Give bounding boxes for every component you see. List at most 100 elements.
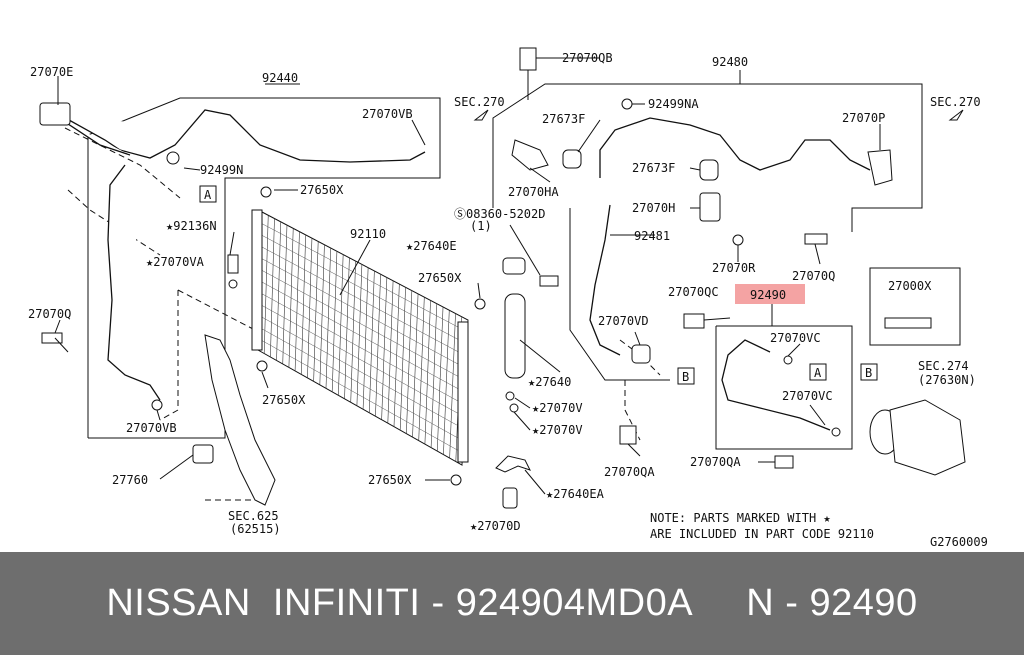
box-B-right xyxy=(860,363,878,381)
label-92136N: ★92136N xyxy=(166,219,217,233)
label-27070QC: 27070QC xyxy=(668,285,719,299)
frame-92481 xyxy=(569,208,670,381)
dash-lines-left4 xyxy=(177,289,256,331)
label-92440: 92440 xyxy=(262,71,298,85)
label-27070R: 27070R xyxy=(712,261,756,275)
clamp-27070E xyxy=(39,102,71,126)
oring-27070VC-b xyxy=(831,427,841,437)
label-92480: 92480 xyxy=(712,55,748,69)
label-27070D: ★27070D xyxy=(470,519,521,533)
label-92110: 92110 xyxy=(350,227,386,241)
label-92499N: 92499N xyxy=(200,163,243,177)
label-08360-sub: (1) xyxy=(470,219,492,233)
sensor-92136N xyxy=(227,254,239,274)
label-27650X-mid: 27650X xyxy=(418,271,462,285)
parts-diagram: A B A B 27070E 92440 SEC.270 27070VB 924… xyxy=(28,47,988,549)
bolt-27070D xyxy=(502,487,518,509)
label-box-A-left: A xyxy=(204,188,212,202)
mount-27650X-lowleft xyxy=(256,360,268,372)
label-27640E: ★27640E xyxy=(406,239,457,253)
arrow-sec270b-icon xyxy=(948,109,964,121)
compressor-sec274 xyxy=(869,399,966,476)
bolt-27070QA-a xyxy=(619,425,637,445)
label-sec270a: SEC.270 xyxy=(454,95,505,109)
clamp-27070P xyxy=(867,149,893,186)
grommet-27673F-b xyxy=(699,159,719,181)
hose-92480 xyxy=(599,117,871,178)
clamp-27070VD xyxy=(631,344,651,364)
label-27070Q-left: 27070Q xyxy=(28,307,71,321)
label-27630N: (27630N) xyxy=(918,373,976,387)
label-08360: Ⓢ08360-5202D xyxy=(454,207,545,221)
mount-27650X-bot xyxy=(450,474,462,486)
oring-27070V-a xyxy=(505,391,515,401)
label-27650X-lowleft: 27650X xyxy=(262,393,306,407)
bolt-27070QA-b xyxy=(774,455,794,469)
box-B-mid xyxy=(677,367,695,385)
label-27070VC-a: 27070VC xyxy=(770,331,821,345)
label-box-B-mid: B xyxy=(682,370,689,384)
bolt-27070QC xyxy=(683,313,705,329)
diagram-id: G2760009 xyxy=(930,535,988,549)
label-sec274: SEC.274 xyxy=(918,359,969,373)
bolt-27070Q-right xyxy=(804,233,828,245)
label-27673F-a: 27673F xyxy=(542,112,585,126)
label-27650X-top: 27650X xyxy=(300,183,344,197)
bracket-27070H xyxy=(699,192,721,222)
dash-lines-left2 xyxy=(67,189,161,256)
label-27070E: 27070E xyxy=(30,65,73,79)
label-sec270b: SEC.270 xyxy=(930,95,981,109)
bracket-sec625 xyxy=(204,334,276,506)
mount-27650X-mid xyxy=(474,298,486,310)
receiver-27640 xyxy=(504,293,526,379)
label-27070VB-bot: 27070VB xyxy=(126,421,177,435)
dash-lines-left xyxy=(64,127,181,199)
label-27650X-bot: 27650X xyxy=(368,473,412,487)
washer-27070VA xyxy=(228,279,238,289)
bolt-27070Q-left xyxy=(41,332,63,344)
label-27673F-b: 27673F xyxy=(632,161,675,175)
label-27070QB: 27070QB xyxy=(562,51,613,65)
label-27070V-a: ★27070V xyxy=(532,401,583,415)
note-line-1: NOTE: PARTS MARKED WITH ★ xyxy=(650,511,831,525)
frame-92490 xyxy=(715,325,853,450)
label-92481: 92481 xyxy=(634,229,670,243)
nut-27070R xyxy=(732,234,744,246)
hose-92440-b xyxy=(61,119,131,156)
label-27640: ★27640 xyxy=(528,375,571,389)
label-27000X: 27000X xyxy=(888,279,932,293)
hose-92440-lower xyxy=(107,164,161,401)
grommet-27673F-a xyxy=(562,149,582,169)
bracket-27640E xyxy=(502,257,526,275)
footer-banner: NISSAN INFINITI - 924904MD0A N - 92490 xyxy=(0,552,1024,655)
clip-92499N xyxy=(166,151,180,165)
bracket-27640EA xyxy=(495,455,531,473)
label-27070P: 27070P xyxy=(842,111,885,125)
oring-27070V-b xyxy=(509,403,519,413)
washer-27070VB xyxy=(151,399,163,411)
note-line-2: ARE INCLUDED IN PART CODE 92110 xyxy=(650,527,874,541)
label-92499NA: 92499NA xyxy=(648,97,699,111)
box-27000X xyxy=(869,267,961,346)
bolt-08360 xyxy=(539,275,559,287)
label-27070VD: 27070VD xyxy=(598,314,649,328)
label-27070QA-b: 27070QA xyxy=(690,455,741,469)
box-A-right xyxy=(809,363,827,381)
label-27070VA: ★27070VA xyxy=(146,255,205,269)
label-sec625: SEC.625 xyxy=(228,509,279,523)
condenser-92110 xyxy=(251,209,469,466)
hose-92490 xyxy=(721,339,831,431)
label-27070HA: 27070HA xyxy=(508,185,559,199)
label-27070VC-b: 27070VC xyxy=(782,389,833,403)
label-62515: (62515) xyxy=(230,522,281,536)
arrow-sec270a-icon xyxy=(473,109,489,121)
label-27070Q-right: 27070Q xyxy=(792,269,835,283)
frame-92480 xyxy=(492,83,923,232)
leader-lines xyxy=(54,57,881,495)
clamp-27070HA xyxy=(511,139,549,171)
dash-lines-left3 xyxy=(159,290,179,421)
hose-92481 xyxy=(589,204,621,356)
label-27070VB-top: 27070VB xyxy=(362,107,413,121)
highlight-92490 xyxy=(735,284,805,304)
label-box-A-right: A xyxy=(814,366,822,380)
